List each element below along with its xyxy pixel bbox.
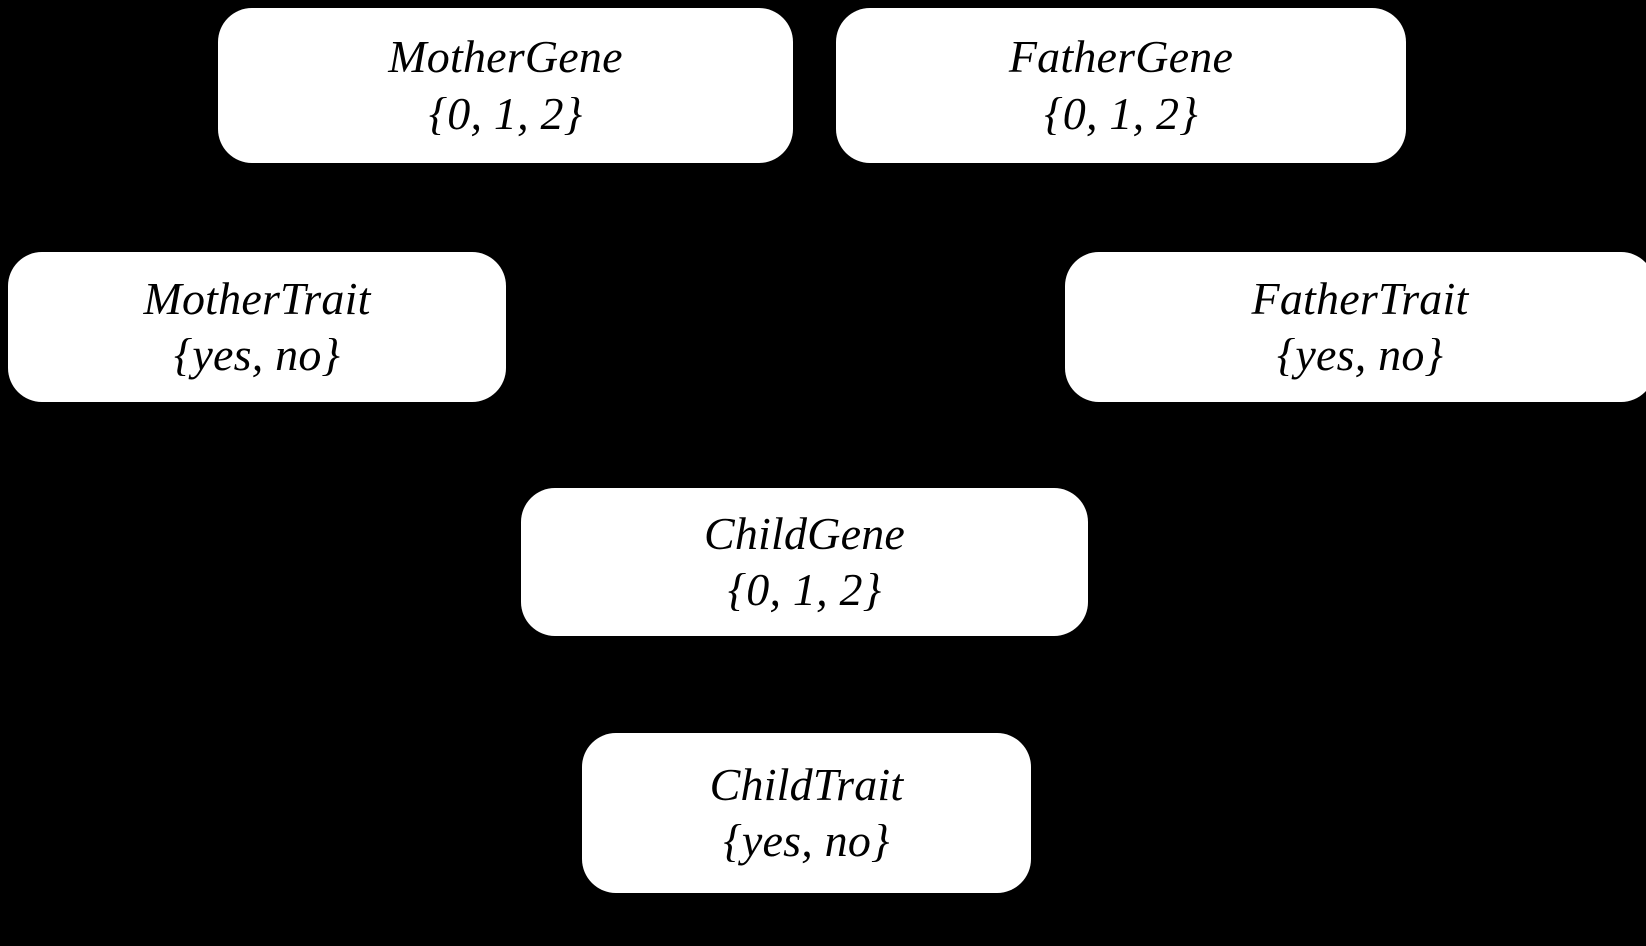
node-mother-trait[interactable]: MotherTrait {yes, no} — [8, 252, 506, 402]
node-label-domain: {0, 1, 2} — [1044, 87, 1198, 139]
node-label-domain: {0, 1, 2} — [428, 87, 583, 139]
node-label-name: MotherTrait — [143, 272, 371, 324]
node-father-gene[interactable]: FatherGene {0, 1, 2} — [836, 8, 1406, 163]
node-label-name: ChildGene — [703, 507, 906, 559]
node-label-name: FatherGene — [1008, 31, 1234, 83]
node-label-domain: {yes, no} — [173, 329, 341, 380]
node-father-trait[interactable]: FatherTrait {yes, no} — [1065, 252, 1646, 402]
node-label-domain: {yes, no} — [723, 815, 890, 866]
node-label-name: FatherTrait — [1251, 272, 1469, 324]
node-mother-gene[interactable]: MotherGene {0, 1, 2} — [218, 8, 793, 163]
node-child-gene[interactable]: ChildGene {0, 1, 2} — [521, 488, 1088, 636]
node-child-trait[interactable]: ChildTrait {yes, no} — [582, 733, 1031, 893]
node-label-domain: {yes, no} — [1276, 329, 1444, 380]
node-label-name: MotherGene — [388, 31, 623, 83]
node-label-name: ChildTrait — [709, 758, 904, 810]
node-label-domain: {0, 1, 2} — [727, 564, 882, 615]
